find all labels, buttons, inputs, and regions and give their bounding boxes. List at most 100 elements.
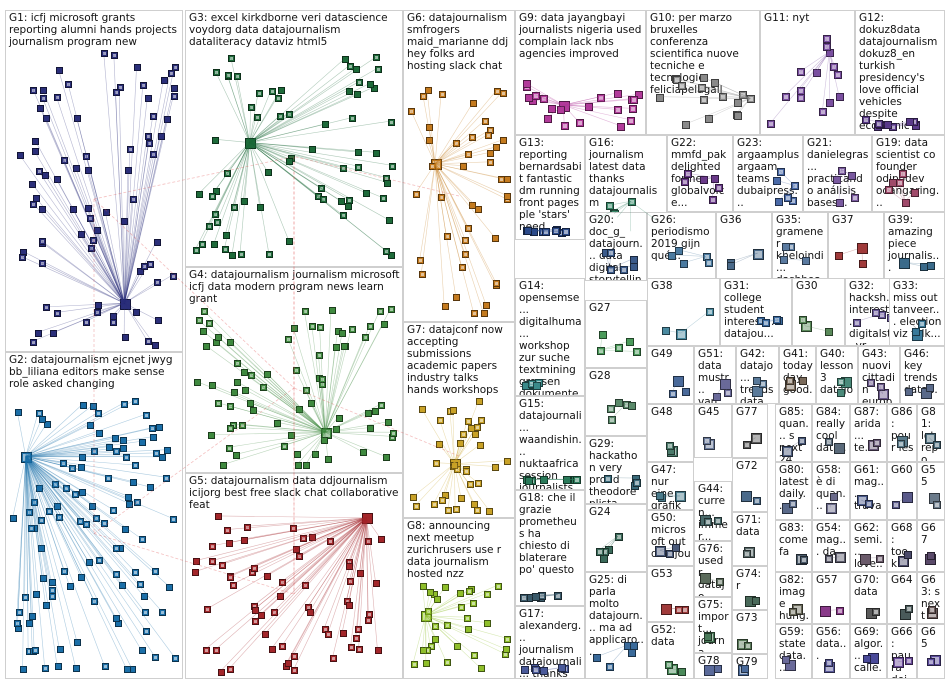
vertex-node[interactable] [784, 659, 796, 671]
vertex-node[interactable] [373, 579, 381, 587]
vertex-node[interactable] [475, 205, 483, 213]
vertex-node[interactable] [74, 114, 81, 122]
vertex-node[interactable] [345, 196, 353, 204]
vertex-node[interactable] [733, 99, 742, 108]
vertex-node[interactable] [438, 497, 446, 505]
vertex-node[interactable] [781, 655, 790, 664]
vertex-node[interactable] [924, 433, 936, 445]
vertex-node[interactable] [813, 68, 822, 77]
vertex-node[interactable] [493, 87, 501, 95]
vertex-node[interactable] [230, 389, 238, 397]
vertex-node[interactable] [152, 450, 160, 458]
vertex-node[interactable] [257, 203, 265, 211]
vertex-node[interactable] [123, 665, 131, 673]
vertex-node[interactable] [483, 301, 491, 309]
vertex-node[interactable] [874, 119, 883, 128]
vertex-node[interactable] [119, 298, 131, 310]
vertex-node[interactable] [464, 151, 472, 159]
vertex-node[interactable] [194, 379, 202, 387]
vertex-node[interactable] [318, 185, 326, 193]
vertex-node[interactable] [119, 582, 127, 590]
vertex-node[interactable] [656, 93, 665, 102]
vertex-node[interactable] [500, 137, 508, 145]
vertex-node[interactable] [138, 647, 146, 655]
vertex-node[interactable] [121, 218, 129, 226]
vertex-node[interactable] [614, 106, 623, 115]
vertex-node[interactable] [309, 322, 317, 330]
vertex-node[interactable] [417, 256, 425, 264]
vertex-node[interactable] [301, 307, 309, 315]
vertex-node[interactable] [29, 339, 37, 347]
vertex-node[interactable] [912, 327, 921, 336]
vertex-node[interactable] [917, 319, 926, 328]
vertex-node[interactable] [38, 237, 46, 245]
vertex-node[interactable] [44, 421, 51, 429]
vertex-node[interactable] [661, 604, 673, 616]
vertex-node[interactable] [524, 227, 533, 236]
vertex-node[interactable] [170, 515, 178, 523]
vertex-node[interactable] [834, 252, 843, 261]
vertex-node[interactable] [629, 96, 638, 105]
vertex-node[interactable] [521, 666, 530, 675]
vertex-node[interactable] [742, 440, 751, 449]
vertex-node[interactable] [539, 667, 548, 676]
vertex-node[interactable] [170, 93, 178, 101]
vertex-node[interactable] [31, 499, 39, 507]
vertex-node[interactable] [243, 523, 251, 531]
vertex-node[interactable] [503, 635, 511, 643]
vertex-node[interactable] [873, 439, 882, 448]
vertex-node[interactable] [134, 499, 142, 507]
vertex-node[interactable] [466, 481, 474, 489]
vertex-node[interactable] [84, 204, 92, 212]
vertex-node[interactable] [77, 517, 85, 525]
vertex-node[interactable] [630, 262, 639, 271]
vertex-node[interactable] [296, 406, 304, 413]
vertex-node[interactable] [901, 492, 913, 504]
vertex-node[interactable] [78, 231, 86, 239]
vertex-node[interactable] [862, 654, 871, 663]
vertex-node[interactable] [21, 452, 33, 464]
vertex-node[interactable] [866, 378, 875, 387]
vertex-node[interactable] [861, 115, 870, 124]
vertex-node[interactable] [677, 81, 686, 90]
vertex-node[interactable] [250, 564, 258, 572]
vertex-node[interactable] [121, 525, 129, 533]
vertex-node[interactable] [227, 339, 235, 347]
vertex-node[interactable] [32, 590, 40, 598]
vertex-node[interactable] [245, 138, 257, 150]
vertex-node[interactable] [438, 91, 446, 99]
vertex-node[interactable] [130, 479, 138, 487]
vertex-node[interactable] [361, 513, 373, 525]
vertex-node[interactable] [791, 182, 800, 191]
vertex-node[interactable] [387, 118, 395, 126]
vertex-node[interactable] [322, 121, 330, 129]
vertex-node[interactable] [385, 419, 393, 427]
vertex-node[interactable] [604, 474, 613, 483]
vertex-node[interactable] [904, 657, 913, 666]
vertex-node[interactable] [704, 259, 713, 268]
vertex-node[interactable] [43, 115, 51, 123]
vertex-node[interactable] [835, 93, 844, 102]
vertex-node[interactable] [20, 666, 28, 674]
vertex-node[interactable] [857, 242, 869, 254]
vertex-node[interactable] [73, 164, 81, 172]
vertex-node[interactable] [664, 661, 673, 670]
vertex-node[interactable] [911, 189, 920, 198]
vertex-node[interactable] [781, 243, 790, 252]
vertex-node[interactable] [277, 113, 285, 121]
vertex-node[interactable] [354, 625, 362, 633]
vertex-node[interactable] [327, 537, 335, 545]
vertex-node[interactable] [308, 145, 316, 153]
vertex-node[interactable] [711, 174, 720, 183]
vertex-node[interactable] [669, 389, 678, 398]
vertex-node[interactable] [655, 545, 667, 557]
vertex-node[interactable] [209, 382, 217, 390]
vertex-node[interactable] [264, 573, 272, 581]
vertex-node[interactable] [356, 569, 364, 577]
vertex-node[interactable] [36, 484, 44, 492]
vertex-node[interactable] [469, 201, 477, 209]
vertex-node[interactable] [221, 245, 229, 253]
vertex-node[interactable] [597, 93, 605, 102]
vertex-node[interactable] [443, 621, 451, 629]
vertex-node[interactable] [212, 647, 220, 655]
